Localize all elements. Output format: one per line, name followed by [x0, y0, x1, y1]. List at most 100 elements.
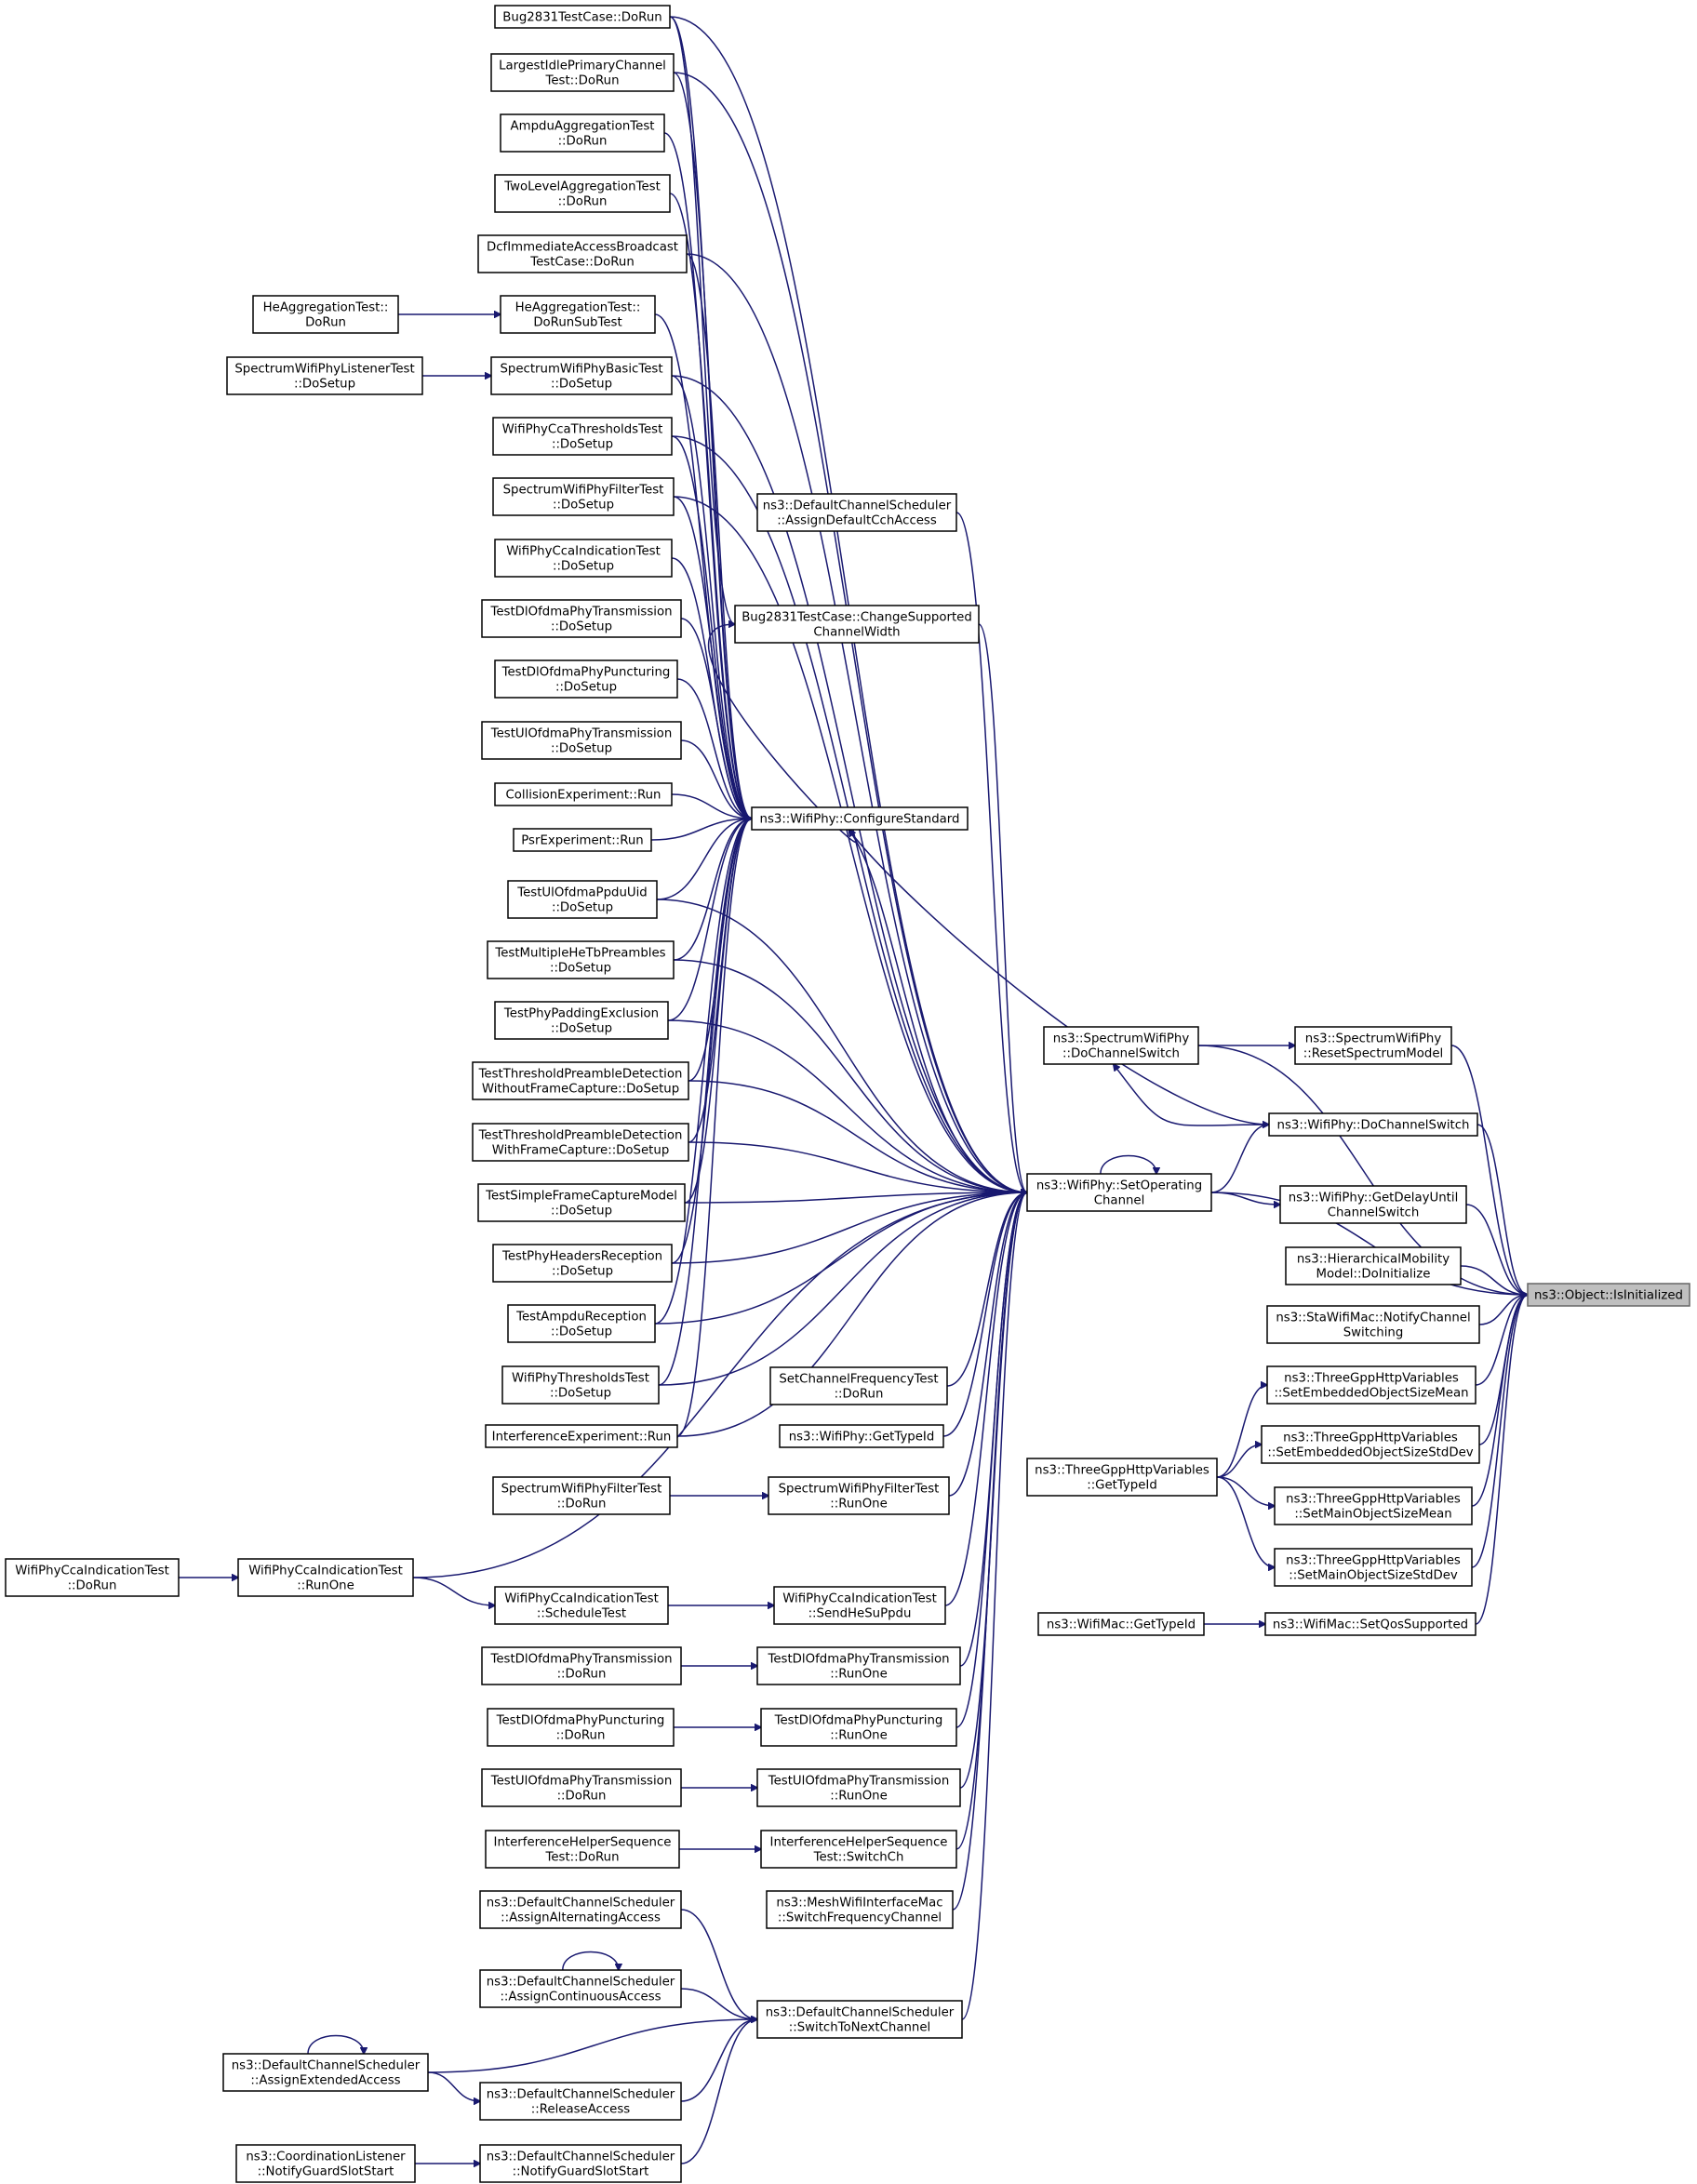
node-simple-capture[interactable]: TestSimpleFrameCaptureModel::DoSetup: [477, 1183, 686, 1222]
node-spec-listener[interactable]: SpectrumWifiPhyListenerTest::DoSetup: [226, 356, 423, 395]
node-ampdu-rx[interactable]: TestAmpduReception::DoSetup: [507, 1304, 656, 1343]
node-box: [494, 5, 671, 29]
node-emb-mean[interactable]: ns3::ThreeGppHttpVariables::SetEmbeddedO…: [1266, 1365, 1477, 1405]
node-thresh-without[interactable]: TestThresholdPreambleDetectionWithoutFra…: [472, 1061, 689, 1100]
edge-ul-ppdu-uid-to-configure-std: [656, 819, 752, 900]
node-he-agg-sub[interactable]: HeAggregationTest::DoRunSubTest: [500, 295, 656, 334]
edge-dcs-continuous-to-dcs-switch-next: [680, 1988, 757, 2019]
node-box: [472, 1123, 689, 1162]
node-box: [1266, 1365, 1477, 1405]
node-dl-ofdma-tx-runone[interactable]: TestDlOfdmaPhyTransmission::RunOne: [756, 1646, 961, 1685]
edge-dcf-immediate-to-set-operating: [686, 253, 1027, 1192]
node-collision-run[interactable]: CollisionExperiment::Run: [494, 782, 673, 806]
edge-ampdu-rx-to-set-operating: [654, 1192, 1027, 1325]
node-set-freq-dorun[interactable]: SetChannelFrequencyTest::DoRun: [769, 1366, 948, 1405]
node-wifiphy-typeid[interactable]: ns3::WifiPhy::GetTypeId: [779, 1424, 944, 1448]
node-box: [237, 1558, 414, 1597]
node-psr-run[interactable]: PsrExperiment::Run: [513, 828, 652, 852]
node-hier-mobility[interactable]: ns3::HierarchicalMobilityModel::DoInitia…: [1285, 1246, 1462, 1285]
node-spec-filter-setup[interactable]: SpectrumWifiPhyFilterTest::DoSetup: [492, 477, 675, 516]
node-label: InterferenceHelperSequence: [770, 1836, 948, 1850]
node-spec-basic[interactable]: SpectrumWifiPhyBasicTest::DoSetup: [490, 356, 673, 395]
node-dl-ofdma-tx-setup[interactable]: TestDlOfdmaPhyTransmission::DoSetup: [481, 599, 682, 638]
node-dl-ofdma-punct-setup[interactable]: TestDlOfdmaPhyPuncturing::DoSetup: [494, 659, 678, 699]
node-cca-ind-schedule[interactable]: WifiPhyCcaIndicationTest::ScheduleTest: [494, 1586, 669, 1625]
node-dcs-extended[interactable]: ns3::DefaultChannelScheduler::AssignExte…: [222, 2053, 429, 2092]
node-dl-ofdma-punct-dorun[interactable]: TestDlOfdmaPhyPuncturing::DoRun: [487, 1708, 675, 1747]
node-cca-ind-dorun[interactable]: WifiPhyCcaIndicationTest::DoRun: [5, 1558, 180, 1597]
node-spec-do-switch[interactable]: ns3::SpectrumWifiPhy::DoChannelSwitch: [1043, 1026, 1199, 1065]
node-cca-send-he[interactable]: WifiPhyCcaIndicationTest::SendHeSuPpdu: [773, 1586, 946, 1625]
node-label: ::SwitchToNextChannel: [789, 2021, 931, 2035]
node-main-std[interactable]: ns3::ThreeGppHttpVariables::SetMainObjec…: [1274, 1548, 1473, 1587]
node-he-agg-dorun[interactable]: HeAggregationTest::DoRun: [252, 295, 399, 334]
node-box: [479, 2144, 682, 2183]
node-thresh-with[interactable]: TestThresholdPreambleDetectionWithFrameC…: [472, 1123, 689, 1162]
node-bug2831-change[interactable]: Bug2831TestCase::ChangeSupportedChannelW…: [734, 605, 980, 644]
node-ul-ofdma-tx-setup[interactable]: TestUlOfdmaPhyTransmission::DoSetup: [481, 721, 682, 760]
node-dl-ofdma-punct-runone[interactable]: TestDlOfdmaPhyPuncturing::RunOne: [760, 1708, 957, 1747]
node-interference-run[interactable]: InterferenceExperiment::Run: [485, 1424, 678, 1448]
node-dcf-immediate[interactable]: DcfImmediateAccessBroadcastTestCase::DoR…: [477, 234, 688, 273]
node-multi-hetb[interactable]: TestMultipleHeTbPreambles::DoSetup: [487, 940, 675, 979]
node-label: ::SetMainObjectSizeMean: [1294, 1508, 1451, 1522]
node-dcs-switch-next[interactable]: ns3::DefaultChannelScheduler::SwitchToNe…: [756, 2000, 963, 2039]
node-ul-ofdma-tx-dorun[interactable]: TestUlOfdmaPhyTransmission::DoRun: [481, 1768, 682, 1807]
node-dcs-cch[interactable]: ns3::DefaultChannelScheduler::AssignDefa…: [756, 493, 957, 532]
node-dl-ofdma-tx-dorun[interactable]: TestDlOfdmaPhyTransmission::DoRun: [481, 1646, 682, 1685]
node-label: ::DoRun: [835, 1388, 884, 1402]
node-mesh-switch[interactable]: ns3::MeshWifiInterfaceMac::SwitchFrequen…: [766, 1890, 954, 1929]
node-cca-indication-setup[interactable]: WifiPhyCcaIndicationTest::DoSetup: [494, 539, 673, 578]
node-ampdu-agg[interactable]: AmpduAggregationTest::DoRun: [500, 113, 665, 153]
node-dcs-guard[interactable]: ns3::DefaultChannelScheduler::NotifyGuar…: [479, 2144, 682, 2183]
node-wifiphy-do-switch[interactable]: ns3::WifiPhy::DoChannelSwitch: [1268, 1112, 1478, 1137]
node-spec-filter-dorun[interactable]: SpectrumWifiPhyFilterTest::DoRun: [492, 1476, 671, 1515]
node-twolevel-agg[interactable]: TwoLevelAggregationTest::DoRun: [494, 174, 671, 213]
node-dcs-alternating[interactable]: ns3::DefaultChannelScheduler::AssignAlte…: [479, 1890, 682, 1929]
node-label: ns3::ThreeGppHttpVariables: [1286, 1554, 1461, 1568]
node-label: ::DoRun: [558, 135, 608, 149]
edge-dcs-extended-to-dcs-switch-next: [427, 2019, 757, 2073]
node-box: [1043, 1026, 1199, 1065]
node-box: [756, 1768, 961, 1807]
node-label: TestThresholdPreambleDetection: [478, 1068, 683, 1082]
node-http-typeid[interactable]: ns3::ThreeGppHttpVariables::GetTypeId: [1026, 1458, 1218, 1497]
node-configure-std[interactable]: ns3::WifiPhy::ConfigureStandard: [751, 806, 969, 831]
node-reset-spectrum[interactable]: ns3::SpectrumWifiPhy::ResetSpectrumModel: [1294, 1026, 1452, 1065]
node-ul-ofdma-tx-runone[interactable]: TestUlOfdmaPhyTransmission::RunOne: [756, 1768, 961, 1807]
node-box: [252, 295, 399, 334]
node-box: [766, 1890, 954, 1929]
node-label: ns3::SpectrumWifiPhy: [1305, 1032, 1442, 1046]
node-set-qos[interactable]: ns3::WifiMac::SetQosSupported: [1264, 1612, 1477, 1636]
node-emb-std[interactable]: ns3::ThreeGppHttpVariables::SetEmbeddedO…: [1261, 1425, 1480, 1464]
node-phy-thresholds[interactable]: WifiPhyThresholdsTest::DoSetup: [501, 1365, 660, 1405]
edge-wifiphy-do-switch-to-configure-std: [848, 830, 1270, 1125]
node-padding-excl[interactable]: TestPhyPaddingExclusion::DoSetup: [494, 1001, 669, 1040]
node-dcs-release[interactable]: ns3::DefaultChannelScheduler::ReleaseAcc…: [479, 2082, 682, 2121]
node-cca-ind-runone[interactable]: WifiPhyCcaIndicationTest::RunOne: [237, 1558, 414, 1597]
node-label: HeAggregationTest::: [263, 301, 389, 315]
node-headers-rx[interactable]: TestPhyHeadersReception::DoSetup: [492, 1244, 673, 1283]
node-cca-thresholds[interactable]: WifiPhyCcaThresholdsTest::DoSetup: [492, 417, 673, 456]
node-label: TestThresholdPreambleDetection: [478, 1129, 683, 1143]
edge-ul-ofdma-tx-setup-to-configure-std: [680, 739, 752, 819]
node-label: ns3::DefaultChannelScheduler: [487, 1976, 675, 1990]
node-spec-filter-runone[interactable]: SpectrumWifiPhyFilterTest::RunOne: [768, 1476, 950, 1515]
node-is-initialized[interactable]: ns3::Object::IsInitialized: [1527, 1283, 1690, 1307]
node-mac-typeid[interactable]: ns3::WifiMac::GetTypeId: [1037, 1612, 1205, 1636]
node-ul-ppdu-uid[interactable]: TestUlOfdmaPpduUid::DoSetup: [507, 880, 658, 919]
node-label: LargestIdlePrimaryChannel: [499, 60, 666, 73]
node-label: ::DoSetup: [552, 1265, 613, 1279]
node-bug2831-dorun[interactable]: Bug2831TestCase::DoRun: [494, 5, 671, 29]
node-dcs-continuous[interactable]: ns3::DefaultChannelScheduler::AssignCont…: [479, 1969, 682, 2008]
node-main-mean[interactable]: ns3::ThreeGppHttpVariables::SetMainObjec…: [1274, 1486, 1473, 1525]
node-coord-guard[interactable]: ns3::CoordinationListener::NotifyGuardSl…: [235, 2144, 416, 2183]
edge-wifiphy-typeid-to-set-operating: [942, 1192, 1027, 1437]
